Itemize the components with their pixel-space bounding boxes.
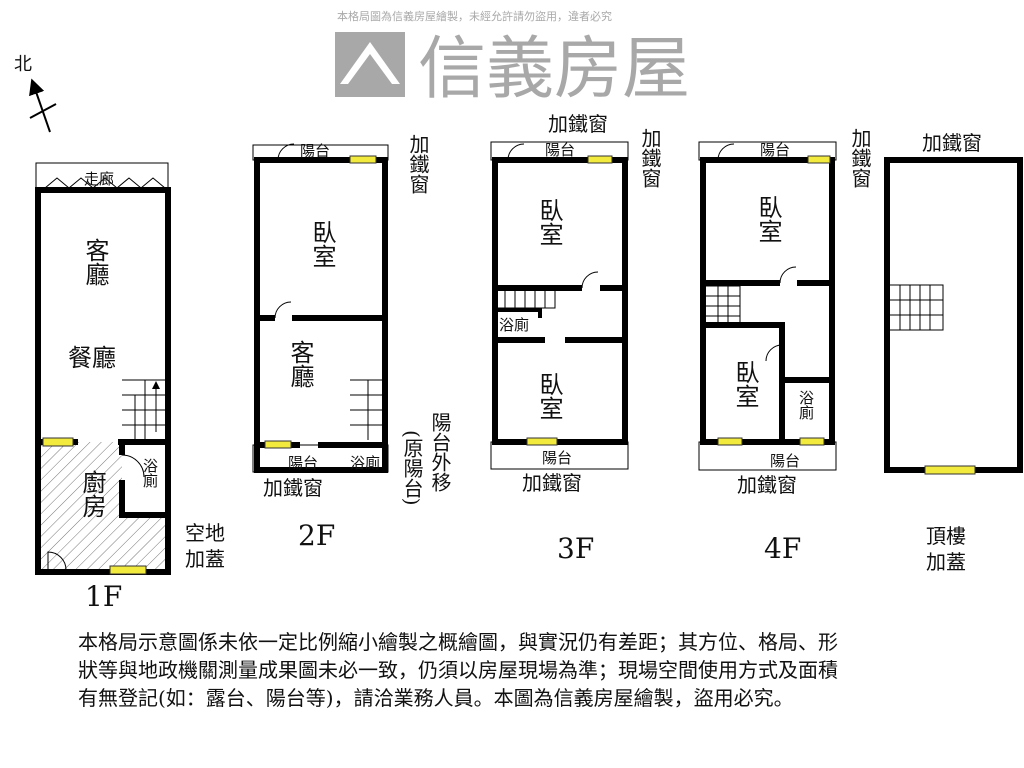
brand-logo-icon: [335, 32, 405, 97]
window: [264, 440, 292, 449]
label-balcony-bottom: 陽台: [542, 449, 572, 467]
floor-2f: 陽台 加鐵窗 臥室 客廳 陽台 浴廁 加鐵窗 陽台外移 (原陽台) 2F: [252, 134, 452, 552]
watermark: 本格局圖為信義房屋繪製，未經允許請勿盜用，違者必究 信義房屋: [335, 9, 690, 109]
label-corridor: 走廊: [84, 170, 114, 188]
label-balcony-bottom: 陽台: [288, 454, 318, 472]
label-balcony-bottom: 陽台: [770, 452, 800, 470]
label-iron-window-side: 加鐵窗: [848, 128, 872, 188]
staircase: [706, 285, 741, 324]
window: [349, 155, 377, 164]
disclaimer-line: 狀等與地政機關測量成果圖未必一致，仍須以房屋現場為準；現場空間使用方式及面積: [78, 658, 838, 682]
label-bedroom-1: 臥室: [535, 198, 563, 246]
label-iron-window-bottom: 加鐵窗: [263, 476, 323, 500]
label-original-balcony: (原陽台): [400, 430, 424, 506]
label-iron-window-top: 加鐵窗: [406, 134, 430, 194]
floor-label-3f: 3F: [557, 532, 594, 565]
watermark-notice: 本格局圖為信義房屋繪製，未經允許請勿盜用，違者必究: [337, 9, 612, 23]
window: [799, 437, 825, 446]
label-bathroom: 浴廁: [499, 316, 529, 334]
label-iron-window-side: 加鐵窗: [638, 128, 662, 188]
label-iron-window-top: 加鐵窗: [548, 112, 608, 136]
label-bedroom-2: 臥室: [731, 360, 759, 408]
label-balcony-top: 陽台: [300, 142, 330, 160]
staircase: [890, 284, 944, 331]
window: [42, 437, 74, 447]
floor-label-1f: 1F: [85, 580, 122, 613]
window: [924, 465, 976, 475]
watermark-brand: 信義房屋: [418, 30, 690, 109]
label-balcony-top: 陽台: [545, 141, 575, 159]
label-bedroom: 臥室: [308, 220, 336, 268]
window: [587, 155, 613, 164]
floor-label-4f: 4F: [764, 532, 801, 565]
label-bathroom: 浴廁: [797, 390, 815, 421]
label-living-room: 客廳: [81, 238, 109, 286]
staircase: [350, 379, 385, 440]
north-arrow-icon: [29, 78, 51, 133]
floor-label-2f: 2F: [298, 519, 335, 552]
floor-4f: 陽台 加鐵窗 臥室 臥室 浴廁 陽台 加鐵窗 4F: [698, 128, 872, 565]
label-bathroom: 浴廁: [141, 458, 159, 489]
floor-1f: 走廊 客廳 餐廳 廚房 浴廁 空地加蓋 1F: [35, 162, 225, 613]
label-living-room: 客廳: [286, 340, 314, 388]
label-iron-window-bottom: 加鐵窗: [737, 473, 797, 497]
staircase: [497, 289, 556, 309]
label-balcony-top: 陽台: [760, 141, 790, 159]
disclaimer-notes: 本格局示意圖係未依一定比例縮小繪製之概繪圖，與實況仍有差距；其方位、格局、形 狀…: [78, 628, 998, 712]
north-compass: 北: [14, 54, 57, 133]
staircase: [122, 379, 165, 440]
label-balcony-moved: 陽台外移: [428, 412, 452, 492]
window: [109, 565, 147, 575]
window: [717, 437, 743, 446]
north-label: 北: [14, 54, 32, 75]
door: [47, 551, 67, 572]
floor-roof: 加鐵窗 頂樓加蓋: [884, 131, 1023, 574]
label-bathroom: 浴廁: [350, 454, 380, 472]
disclaimer-line: 有無登記(如：露台、陽台等)，請洽業務人員。本圖為信義房屋繪製，盜用必究。: [78, 686, 794, 710]
label-kitchen: 廚房: [78, 470, 106, 518]
label-addition: 空地加蓋: [185, 521, 225, 571]
label-iron-window-bottom: 加鐵窗: [522, 471, 582, 495]
label-bedroom-2: 臥室: [535, 372, 563, 420]
label-iron-window-top: 加鐵窗: [922, 131, 982, 155]
label-dining-room: 餐廳: [68, 344, 116, 372]
label-bedroom-1: 臥室: [754, 195, 782, 243]
window: [807, 155, 831, 164]
disclaimer-line: 本格局示意圖係未依一定比例縮小繪製之概繪圖，與實況仍有差距；其方位、格局、形: [78, 630, 838, 654]
floor-3f: 加鐵窗 加鐵窗 陽台 臥室 浴廁 臥室 陽台 加鐵窗 3F: [490, 112, 662, 565]
window: [526, 437, 558, 446]
label-roof-addition: 頂樓加蓋: [926, 524, 966, 574]
